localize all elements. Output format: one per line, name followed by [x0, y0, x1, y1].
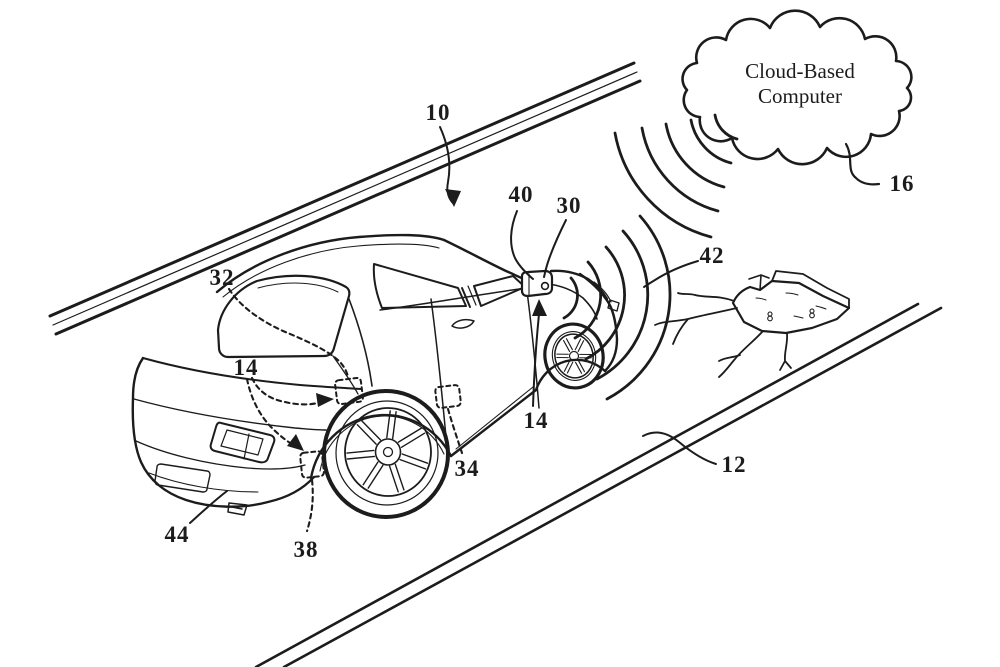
a-pillar — [442, 238, 526, 281]
body-rear-and-bumper — [131, 356, 316, 508]
sensor-box-door — [434, 384, 462, 409]
pothole-cracks — [654, 292, 792, 378]
front-wheel-arch — [534, 358, 607, 392]
cloud-outline — [681, 9, 913, 166]
cloud-tail-leader-16 — [844, 142, 881, 186]
cloud-label-line1: Cloud-Based — [745, 59, 855, 83]
ref-label-38: 38 — [293, 537, 319, 562]
rear-door-seam — [430, 298, 447, 438]
pothole — [654, 270, 851, 378]
ref-label-34: 34 — [454, 456, 480, 481]
front-wheel-spokes — [556, 338, 592, 374]
arrowhead-14-mirror — [532, 299, 547, 316]
bumper-crease-lower — [148, 472, 259, 493]
pothole-chunk — [748, 274, 770, 291]
cloud-label-line2: Computer — [758, 84, 842, 108]
arrowheads — [287, 189, 547, 451]
leader-12 — [642, 431, 717, 465]
pothole-outline — [731, 279, 851, 335]
cloud-computer-label: Cloud-Based Computer — [745, 59, 855, 109]
headlight-line — [593, 281, 612, 303]
fender-crease — [548, 283, 598, 320]
leader-32 — [227, 287, 350, 379]
arrowhead-10 — [445, 189, 461, 207]
front-end — [578, 272, 619, 373]
ref-label-14a: 14 — [233, 355, 259, 380]
front-door-seam — [526, 290, 540, 409]
side-mirror-sensor — [520, 269, 554, 298]
road-far-edge — [48, 61, 642, 336]
pothole-texture — [755, 292, 827, 319]
ref-label-44: 44 — [164, 522, 190, 547]
leader-lines-dashed — [227, 287, 464, 533]
ref-label-16: 16 — [889, 171, 915, 196]
sensor-box-quarter-panel — [334, 376, 364, 406]
ref-label-10: 10 — [425, 100, 451, 125]
sensor-arcs-from-vehicle — [562, 214, 672, 401]
rear-door-glass — [372, 263, 467, 309]
ref-label-42: 42 — [699, 243, 725, 268]
rocker-inner — [455, 386, 534, 450]
front-marker-light — [607, 299, 620, 312]
deck-edge — [142, 357, 362, 390]
mirror-sensor-dot — [540, 281, 550, 291]
ref-label-30: 30 — [556, 193, 582, 218]
arrowhead-14-bumper — [287, 434, 304, 451]
ref-label-14a: 14 — [523, 408, 549, 433]
rear-wheel — [322, 389, 450, 519]
rear-wheel-spokes — [346, 410, 429, 493]
rear-windshield-inner — [257, 282, 339, 293]
signal-arcs-to-cloud — [613, 113, 739, 239]
leader-34 — [446, 407, 464, 455]
arrowhead-14-quarter — [316, 393, 334, 407]
front-door-glass — [473, 275, 526, 307]
roof-line — [215, 233, 446, 294]
vehicle-body — [131, 233, 620, 516]
leader-14-to-quarter — [250, 376, 320, 406]
ref-label-40: 40 — [508, 182, 534, 207]
ref-label-12: 12 — [721, 452, 747, 477]
hood-shoulder — [549, 269, 609, 301]
license-plate — [154, 463, 211, 493]
leader-42 — [643, 260, 699, 288]
leader-38 — [305, 478, 314, 533]
leader-40 — [510, 210, 534, 280]
road-near-edge — [254, 302, 943, 667]
fascia-crease — [133, 398, 327, 431]
pothole-pebbles — [767, 308, 815, 322]
beltline — [379, 287, 527, 311]
c-pillar — [348, 298, 373, 387]
taillight — [209, 421, 276, 464]
leader-30 — [543, 219, 567, 278]
sensor-zone-boxes — [299, 376, 462, 479]
sensor-box-bumper — [299, 450, 325, 479]
pothole-rim — [771, 270, 850, 309]
door-handle — [451, 318, 475, 329]
leader-14-mirror — [532, 313, 540, 407]
rocker-panel — [449, 388, 538, 458]
leader-14-to-bumper — [245, 377, 297, 448]
cloud-shape — [681, 9, 913, 186]
exhaust-tip — [227, 502, 248, 516]
bumper-crease-upper — [135, 440, 306, 470]
quarter-crease — [332, 355, 359, 395]
rear-wheel-arch-inner — [319, 415, 445, 472]
roof-inner — [222, 243, 440, 298]
front-wheel — [543, 322, 605, 390]
leader-44 — [189, 490, 228, 524]
ref-label-32: 32 — [209, 265, 235, 290]
